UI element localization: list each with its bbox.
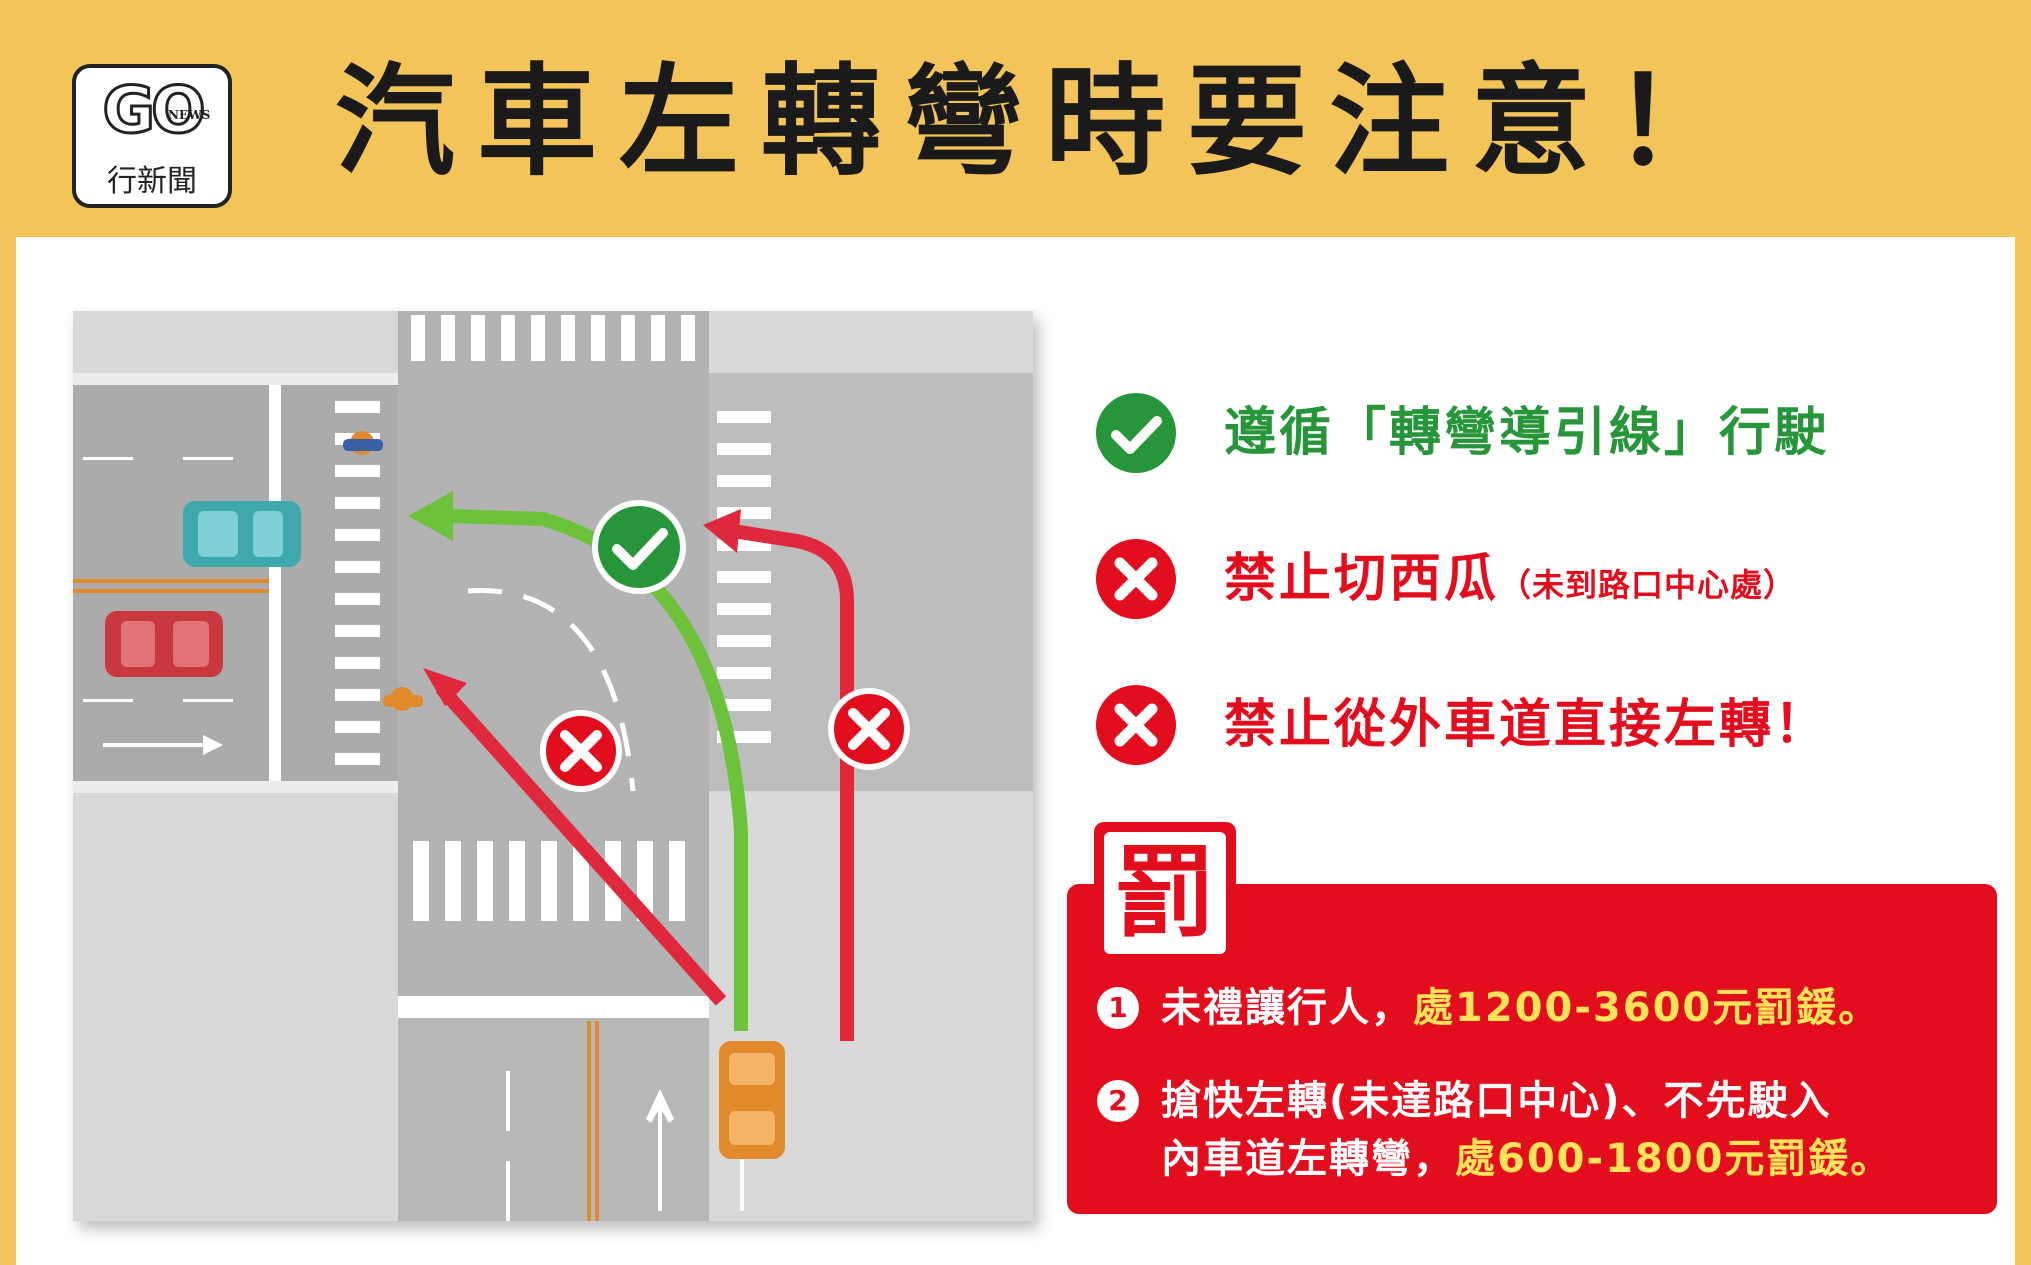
fine-text: 搶快左轉(未達路口中心)、不先駛入 [1161, 1078, 1832, 1124]
corner-block-sw [73, 791, 398, 1221]
intersection-diagram [73, 311, 1033, 1221]
content-panel: 遵循「轉彎導引線」行駛 禁止切西瓜（未到路口中心處） 禁止從外車道直接左轉！ 1… [16, 237, 2015, 1265]
fine-number: 2 [1097, 1080, 1139, 1122]
rule-no-corner-cutting: 禁止切西瓜（未到路口中心處） [1094, 537, 1994, 627]
red-car [105, 611, 223, 677]
go-news-logo[interactable]: GO NEWS 行新聞 [72, 64, 232, 208]
outer-lane-arrowhead [703, 509, 741, 553]
cut-corner-path [435, 683, 727, 1006]
lane-dash [183, 699, 233, 702]
logo-news-tag: NEWS [168, 108, 211, 122]
south-stop-line [398, 996, 709, 1018]
pedestrian [343, 431, 383, 455]
fine-badge-label: 罰 [1104, 832, 1226, 954]
rule-text: 禁止從外車道直接左轉！ [1224, 695, 1830, 755]
lane-arrow [103, 735, 223, 755]
rule-no-outer-lane-turn: 禁止從外車道直接左轉！ [1094, 683, 1994, 773]
fine-item-2-line-2: 內車道左轉彎，處600-1800元罰鍰。 [1161, 1130, 1892, 1188]
corner-block-nw [73, 311, 398, 373]
lane-dash [83, 699, 133, 702]
lane-arrow [646, 1089, 674, 1211]
pedestrian [383, 687, 423, 711]
south-road [398, 1018, 709, 1221]
rule-text: 遵循「轉彎導引線」行駛 [1224, 403, 1830, 463]
west-road-edge [73, 781, 398, 793]
lane-dash [183, 457, 233, 460]
south-center-line [595, 1021, 599, 1221]
rule-main-text: 禁止切西瓜 [1224, 549, 1500, 609]
west-road-edge [73, 373, 398, 385]
cross-icon [540, 710, 622, 792]
fine-text: 未禮讓行人， [1161, 985, 1413, 1031]
lane-dash [506, 1161, 510, 1221]
fine-text: 內車道左轉彎， [1161, 1136, 1455, 1182]
check-icon [1096, 393, 1176, 473]
fine-number: 1 [1097, 987, 1139, 1029]
fine-item-1: 1 未禮讓行人，處1200-3600元罰鍰。 [1097, 979, 1880, 1037]
outer-lane-path [731, 524, 854, 1041]
cut-corner-arrowhead [423, 668, 467, 706]
east-crosswalk [717, 411, 771, 743]
west-center-line [73, 579, 269, 583]
turn-guide-line [467, 588, 636, 792]
orange-car [719, 1041, 785, 1159]
fine-item-2: 2 搶快左轉(未達路口中心)、不先駛入 [1097, 1072, 1832, 1130]
corner-block-ne [709, 311, 1033, 373]
cross-icon [1096, 685, 1176, 765]
rule-follow-guide-line: 遵循「轉彎導引線」行駛 [1094, 391, 1994, 481]
lane-dash [83, 457, 133, 460]
check-icon [592, 500, 686, 594]
fine-badge: 罰 [1094, 822, 1236, 962]
south-crosswalk [413, 841, 685, 921]
fine-amount: 處1200-3600元罰鍰。 [1413, 985, 1881, 1031]
logo-brand: GO [101, 73, 207, 150]
correct-turn-arrowhead [408, 491, 453, 541]
logo-name: 行新聞 [107, 164, 197, 199]
intersection-svg [73, 311, 1033, 1221]
rule-note: （未到路口中心處） [1499, 566, 1797, 604]
west-stop-line [269, 385, 281, 781]
cross-icon [1096, 539, 1176, 619]
header: GO NEWS 行新聞 汽車左轉彎時要注意！ [0, 0, 2031, 237]
north-crosswalk [411, 315, 695, 361]
cross-icon [828, 688, 910, 770]
correct-turn-path [447, 509, 748, 1031]
lane-dash [506, 1071, 510, 1131]
teal-car [183, 501, 301, 567]
south-center-line [587, 1021, 591, 1221]
page-title: 汽車左轉彎時要注意！ [335, 53, 1755, 192]
fine-amount: 處600-1800元罰鍰。 [1455, 1136, 1893, 1182]
west-center-line [73, 589, 269, 593]
rule-text: 禁止切西瓜（未到路口中心處） [1224, 537, 1796, 627]
